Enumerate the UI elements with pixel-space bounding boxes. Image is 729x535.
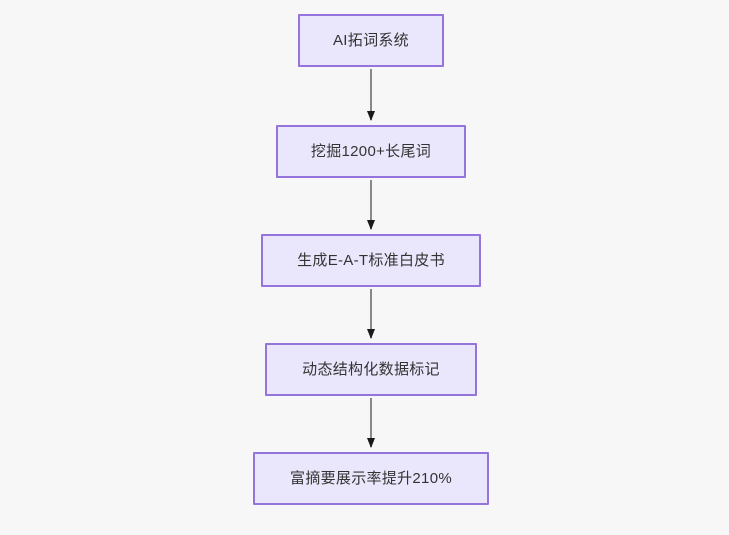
flow-node-label: 动态结构化数据标记 <box>302 361 440 378</box>
flow-node-mine-longtail-keywords[interactable]: 挖掘1200+长尾词 <box>276 125 466 178</box>
flow-node-generate-eat-whitepaper[interactable]: 生成E-A-T标准白皮书 <box>261 234 481 287</box>
flow-node-dynamic-structured-data-markup[interactable]: 动态结构化数据标记 <box>265 343 477 396</box>
flow-node-ai-keyword-system[interactable]: AI拓词系统 <box>298 14 444 67</box>
flow-node-label: 生成E-A-T标准白皮书 <box>297 252 445 269</box>
flow-node-label: AI拓词系统 <box>333 32 409 49</box>
flow-node-rich-snippet-rate-increase[interactable]: 富摘要展示率提升210% <box>253 452 489 505</box>
flow-node-label: 挖掘1200+长尾词 <box>310 143 432 160</box>
flow-node-label: 富摘要展示率提升210% <box>290 470 452 487</box>
